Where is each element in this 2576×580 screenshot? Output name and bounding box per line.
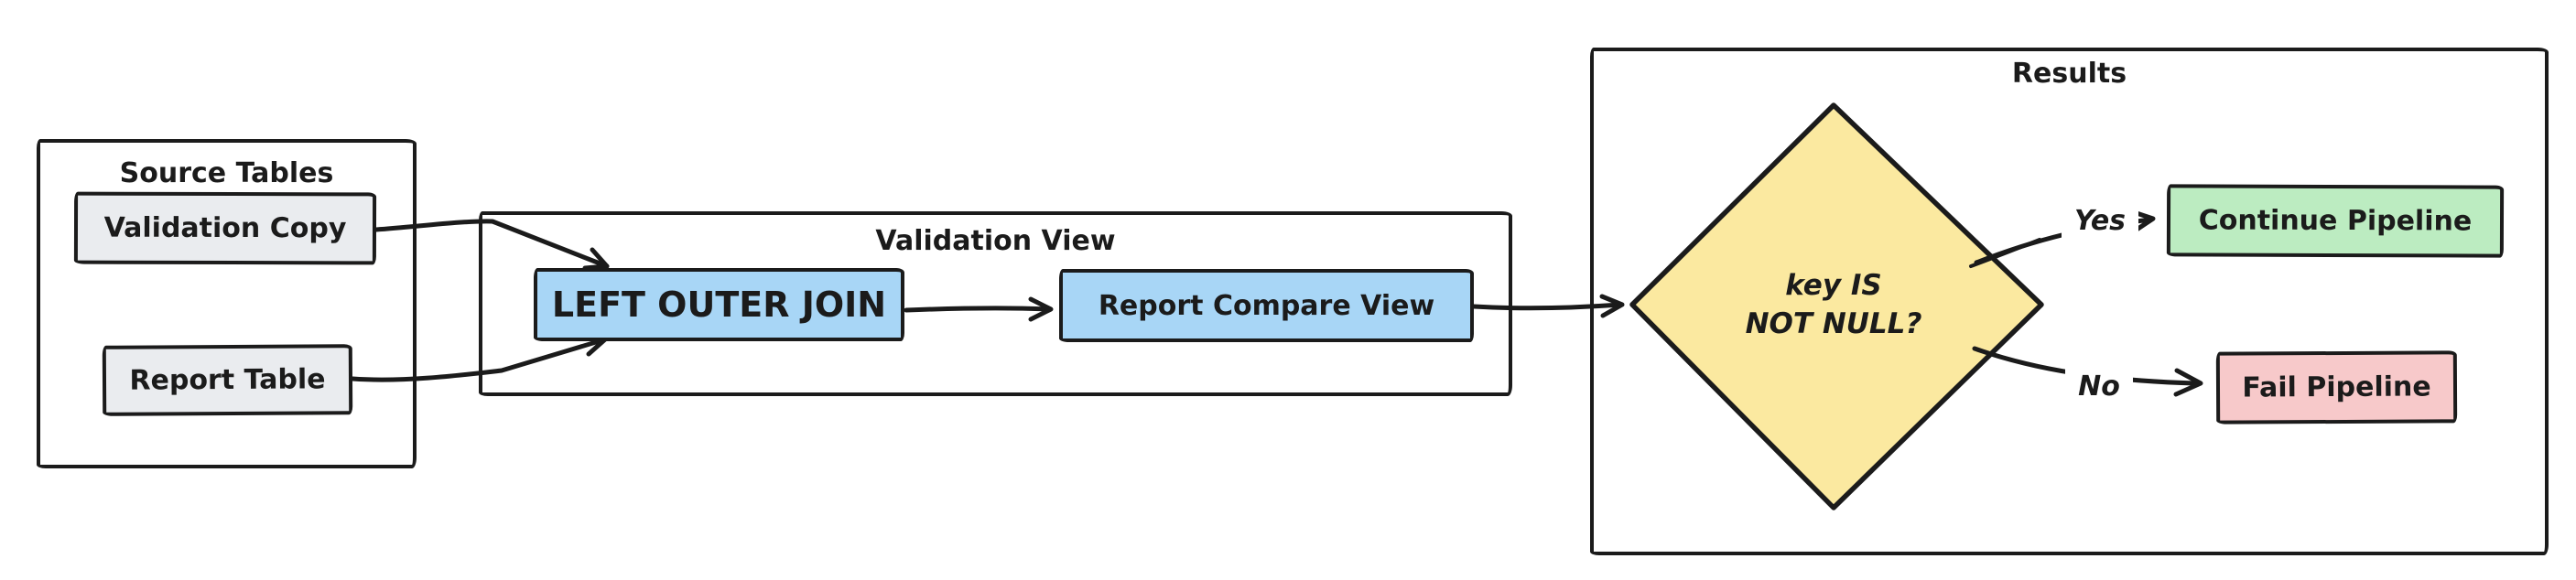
group-title-source-tables: Source Tables bbox=[119, 157, 334, 189]
decision-label-line2: NOT NULL? bbox=[1745, 307, 1922, 340]
edge-label-yes: Yes bbox=[2062, 203, 2138, 240]
decision-label: key IS NOT NULL? bbox=[1678, 263, 1989, 347]
node-label-report-compare-view: Report Compare View bbox=[1098, 289, 1435, 322]
node-label-continue-pipeline: Continue Pipeline bbox=[2198, 204, 2473, 238]
node-label-report-table: Report Table bbox=[129, 363, 326, 397]
edge-label-no: No bbox=[2065, 369, 2133, 405]
node-left-outer-join: LEFT OUTER JOIN bbox=[534, 268, 904, 341]
node-label-fail-pipeline: Fail Pipeline bbox=[2242, 371, 2431, 404]
node-fail-pipeline: Fail Pipeline bbox=[2215, 350, 2458, 424]
node-report-table: Report Table bbox=[102, 344, 353, 416]
group-title-results: Results bbox=[2011, 58, 2127, 90]
group-source-tables: Source Tables bbox=[37, 139, 417, 468]
group-title-validation-view: Validation View bbox=[875, 225, 1116, 257]
node-continue-pipeline: Continue Pipeline bbox=[2166, 184, 2505, 258]
group-results: Results bbox=[1590, 48, 2549, 555]
node-validation-copy: Validation Copy bbox=[73, 191, 377, 265]
decision-label-line1: key IS bbox=[1785, 269, 1882, 302]
node-label-left-outer-join: LEFT OUTER JOIN bbox=[551, 285, 887, 325]
node-label-validation-copy: Validation Copy bbox=[103, 211, 347, 245]
group-validation-view: Validation View bbox=[479, 211, 1512, 396]
node-report-compare-view: Report Compare View bbox=[1059, 269, 1474, 342]
